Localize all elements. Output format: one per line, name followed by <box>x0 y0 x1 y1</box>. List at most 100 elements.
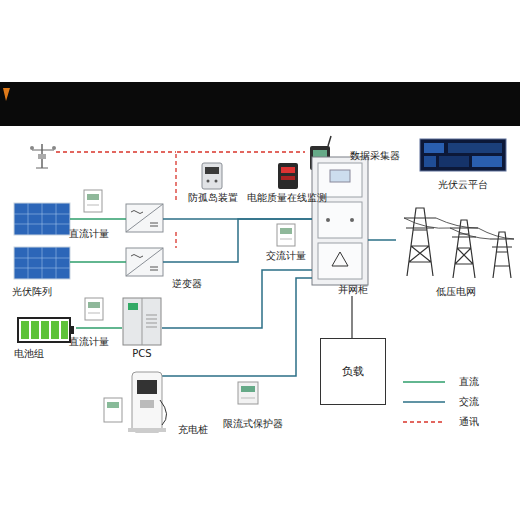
inverter-icon <box>131 211 143 214</box>
battery-icon <box>70 326 74 334</box>
ac-line <box>162 270 312 328</box>
node-label: 限流式保护器 <box>223 418 283 430</box>
pcs-cabinet-icon <box>123 298 161 345</box>
node-label: 并网柜 <box>338 284 368 296</box>
node-label: 电池组 <box>14 348 44 360</box>
inverter-icon <box>131 255 143 258</box>
grid-cabinet-icon <box>350 218 354 222</box>
comm-wire <box>56 152 176 248</box>
grid-cabinet-node: 并网柜 <box>312 155 368 296</box>
power-grid-node: 低压电网 <box>396 203 516 298</box>
dc-line <box>70 218 126 220</box>
node-label: 电能质量在线监测 <box>247 192 327 204</box>
battery-icon <box>51 321 59 339</box>
current-limit-protector-icon <box>238 382 258 404</box>
ac-meter-icon <box>280 228 292 234</box>
comm-wire <box>175 232 176 248</box>
anti-islanding-device <box>207 180 210 183</box>
inverter-icon <box>126 248 163 276</box>
charging-pile-icon <box>132 372 162 432</box>
ac-wire <box>162 219 208 376</box>
charging-pile-icon <box>160 400 167 425</box>
grid-cabinet-icon <box>326 218 330 222</box>
charging-pile-icon <box>137 380 157 394</box>
node-label: 负载 <box>342 366 364 378</box>
node-label: 充电桩 <box>178 424 208 436</box>
node-label: 数据采集器 <box>350 150 400 162</box>
node-label: 光伏阵列 <box>12 286 52 298</box>
power-quality-monitor <box>278 163 298 189</box>
pcs-cabinet-icon <box>123 298 161 345</box>
battery-icon <box>41 321 49 339</box>
ac-meter-node: 交流计量 <box>263 222 309 262</box>
cloud-platform-screen <box>472 156 502 167</box>
dc-meter-icon <box>88 302 100 308</box>
current-limit-protector-icon <box>238 382 258 404</box>
weather-station-icon <box>30 144 56 168</box>
battery-icon <box>31 321 39 339</box>
inverter-icon <box>150 223 158 226</box>
power-quality-monitor <box>281 176 295 180</box>
header-banner <box>0 82 520 126</box>
dc-meter-icon <box>84 190 102 212</box>
legend-text: 直流 <box>459 375 479 389</box>
node-label: 逆变器 <box>172 278 202 290</box>
grid-cabinet-icon <box>312 157 368 285</box>
cloud-platform-screen <box>448 143 502 153</box>
inverter-icon <box>126 204 163 232</box>
power-tower <box>404 218 514 239</box>
dc-meter-icon <box>84 190 102 212</box>
node-label: 直流计量 <box>69 336 109 348</box>
weather-station-icon <box>52 146 56 150</box>
current-limit-protector-icon <box>241 398 255 399</box>
charging-pile-icon <box>128 428 166 432</box>
pcs-cabinet-icon <box>128 303 138 310</box>
battery-icon <box>21 321 29 339</box>
pv-panel <box>14 247 70 279</box>
ac-meter-icon <box>277 224 295 246</box>
node-label: 防孤岛装置 <box>188 192 238 204</box>
grid-cabinet-icon <box>312 157 368 285</box>
dc-meter-icon <box>85 298 103 320</box>
charging-pile-icon <box>107 402 119 408</box>
anti-islanding-device <box>202 163 222 189</box>
cloud-platform-node: 光伏云平台 <box>418 137 508 191</box>
ac-line <box>202 219 312 262</box>
pcs-node: PCS <box>122 296 162 360</box>
charging-pile-icon <box>104 372 167 432</box>
anti-islanding-node: 防孤岛装置 <box>182 160 244 204</box>
battery-icon <box>18 318 70 342</box>
ac-meter-icon <box>280 239 292 240</box>
legend-line-sample <box>403 377 445 387</box>
ac-wire <box>162 219 208 376</box>
weather-station-icon <box>36 168 48 169</box>
inverter-icon <box>126 248 163 276</box>
node-label: 低压电网 <box>436 286 476 298</box>
cloud-platform-screen <box>420 139 506 171</box>
inverter-icon <box>150 267 158 270</box>
anti-islanding-device <box>215 180 218 183</box>
battery-icon <box>18 318 74 342</box>
pv-panel <box>14 247 70 279</box>
ac-line <box>208 278 312 376</box>
legend-line-sample <box>403 417 445 427</box>
dc-line <box>70 261 126 263</box>
anti-islanding-device <box>205 167 219 174</box>
legend-line-sample <box>403 401 445 403</box>
charging-pile-icon <box>104 398 122 422</box>
load-line <box>351 296 352 338</box>
legend-row: 通讯 <box>403 412 479 432</box>
grid-cabinet-icon <box>318 202 362 238</box>
pv-panel <box>14 203 70 235</box>
legend-row: 交流 <box>403 392 479 412</box>
header-banner <box>0 82 520 126</box>
grid-cabinet-icon <box>332 252 348 266</box>
legend: 直流交流通讯 <box>403 372 479 432</box>
node-label: 直流计量 <box>69 228 109 240</box>
power-quality-node: 电能质量在线监测 <box>246 160 328 204</box>
power-tower <box>404 208 436 276</box>
weather-station-icon <box>30 146 34 150</box>
